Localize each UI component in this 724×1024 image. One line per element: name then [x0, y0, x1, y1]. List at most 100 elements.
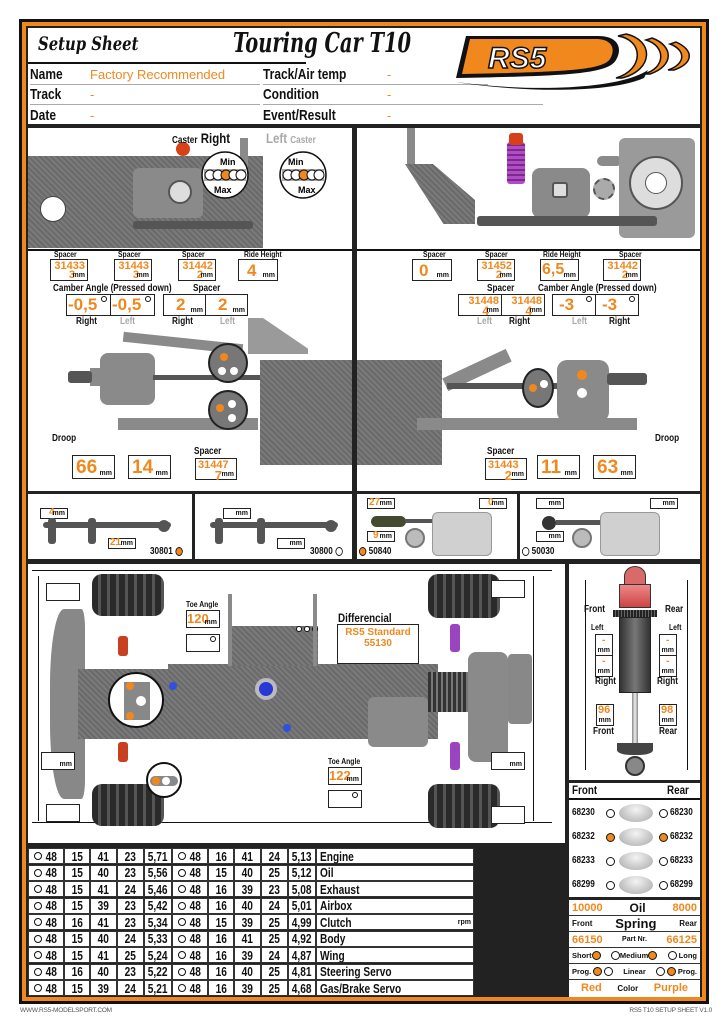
gear-option-cell[interactable]: 48 [172, 963, 208, 980]
link-50030-radio[interactable] [522, 546, 530, 556]
rear-piston-radio[interactable] [659, 809, 668, 818]
field-condition[interactable]: Condition - [263, 85, 543, 105]
rear-spring-part[interactable]: 66125 [666, 933, 697, 946]
link-top-right-length-box[interactable]: mm [650, 498, 678, 509]
corner-weight-rear-right-box[interactable]: mm [491, 752, 525, 770]
rear-spacer-2-box[interactable]: 31452 2 mm [477, 259, 515, 281]
caster-left-selector[interactable]: Min Max [278, 150, 328, 200]
front-spacer-1-box[interactable]: 31433 3 mm [50, 259, 88, 281]
front-short-radio[interactable] [591, 951, 601, 961]
front-linear-radio[interactable] [604, 967, 614, 977]
field-track-air-temp[interactable]: Track/Air temp - [263, 65, 488, 85]
rear-medium-radio[interactable] [648, 951, 658, 961]
rear-bottom-spacer-box[interactable]: 31443 2 mm [485, 458, 527, 483]
rear-oil-value[interactable]: 8000 [672, 901, 697, 914]
setup-note-cell[interactable]: Body [316, 930, 474, 947]
front-shock-right-box[interactable]: -mm [595, 655, 613, 677]
field-event-result[interactable]: Event/Result - [263, 105, 543, 124]
long-radio[interactable] [667, 951, 677, 961]
rear-piston-radio[interactable] [659, 857, 668, 866]
front-piston-radio[interactable] [606, 809, 615, 818]
gear-option-cell[interactable]: 48 [28, 848, 64, 864]
rear-camber-left-box[interactable]: -3 [552, 294, 596, 316]
front-shock-left-box[interactable]: -mm [595, 634, 613, 656]
gear-option-radio[interactable] [177, 951, 186, 959]
gear-option-radio[interactable] [177, 901, 186, 910]
gear-option-radio[interactable] [33, 901, 42, 910]
link-30800-radio[interactable] [335, 546, 343, 556]
rear-spacer-3-box[interactable]: 31442 2 mm [603, 259, 641, 281]
gear-option-cell[interactable]: 48 [172, 947, 208, 963]
rear-toe-angle-box[interactable] [328, 790, 362, 808]
gear-option-radio[interactable] [177, 918, 186, 926]
rear-short-radio[interactable] [610, 951, 620, 961]
link-top-left-length-box[interactable]: mm [536, 498, 564, 509]
rear-piston-radio[interactable] [659, 833, 668, 842]
gear-option-cell[interactable]: 48 [172, 881, 208, 897]
gear-option-cell[interactable]: 48 [172, 897, 208, 914]
caster-right-selector[interactable]: Min Max [200, 150, 250, 200]
gear-option-cell[interactable]: 48 [28, 963, 64, 980]
gear-option-radio[interactable] [33, 967, 42, 976]
gear-option-cell[interactable]: 48 [28, 864, 64, 881]
gear-option-radio[interactable] [33, 984, 42, 992]
gear-option-cell[interactable]: 48 [28, 914, 64, 930]
gear-option-radio[interactable] [33, 934, 42, 943]
field-name[interactable]: Name Factory Recommended [30, 65, 260, 85]
setup-note-cell[interactable]: Wing [316, 947, 474, 963]
rear-camber-right-box[interactable]: -3 [595, 294, 639, 316]
corner-weight-front-left-box[interactable] [46, 583, 80, 601]
rear-spring-color[interactable]: Purple [653, 982, 688, 994]
gear-option-cell[interactable]: 48 [172, 864, 208, 881]
front-piston-radio[interactable] [606, 857, 615, 866]
rear-spacer-left-box[interactable]: 31448 4 mm [458, 294, 502, 318]
rear-linear-radio[interactable] [655, 967, 665, 977]
differential-box[interactable]: RS5 Standard 55130 [337, 624, 419, 664]
gear-option-radio[interactable] [33, 868, 42, 877]
link-30801-radio[interactable] [175, 546, 183, 556]
gear-option-radio[interactable] [177, 885, 186, 893]
front-piston-radio[interactable] [606, 881, 615, 890]
gear-option-radio[interactable] [33, 852, 42, 860]
gear-option-cell[interactable]: 48 [28, 881, 64, 897]
footer-website[interactable]: WWW.RS5-MODELSPORT.COM [20, 1007, 112, 1014]
setup-note-cell[interactable]: Airbox [316, 897, 474, 914]
front-ride-height-box[interactable]: 4 mm [238, 259, 278, 281]
gear-option-radio[interactable] [33, 918, 42, 926]
front-camber-left-box[interactable]: -0,5 [110, 294, 155, 316]
rear-shock-left-box[interactable]: -mm [659, 634, 677, 656]
link-part-label[interactable]: 30801 [150, 546, 183, 557]
gear-option-radio[interactable] [33, 951, 42, 959]
field-track[interactable]: Track - [30, 85, 260, 105]
rear-shock-right-box[interactable]: -mm [659, 655, 677, 677]
rear-spacer-right-box[interactable]: 31448 4 mm [501, 294, 545, 318]
front-piston-radio[interactable] [606, 833, 615, 842]
gear-option-radio[interactable] [177, 852, 186, 860]
front-spring-part[interactable]: 66150 [572, 933, 603, 946]
link-part-label[interactable]: 50840 [359, 546, 391, 557]
setup-note-cell[interactable]: Gas/Brake Servo [316, 980, 474, 996]
rear-piston-radio[interactable] [659, 881, 668, 890]
gear-option-radio[interactable] [177, 934, 186, 943]
gear-option-cell[interactable]: 48 [172, 848, 208, 864]
setup-note-cell[interactable]: Oil [316, 864, 474, 881]
corner-weight-rear-left-box[interactable] [491, 580, 525, 598]
setup-note-cell[interactable]: Steering Servo [316, 963, 474, 980]
gear-option-cell[interactable]: 48 [28, 930, 64, 947]
front-camber-right-box[interactable]: -0,5 [66, 294, 111, 316]
gear-option-radio[interactable] [177, 868, 186, 877]
